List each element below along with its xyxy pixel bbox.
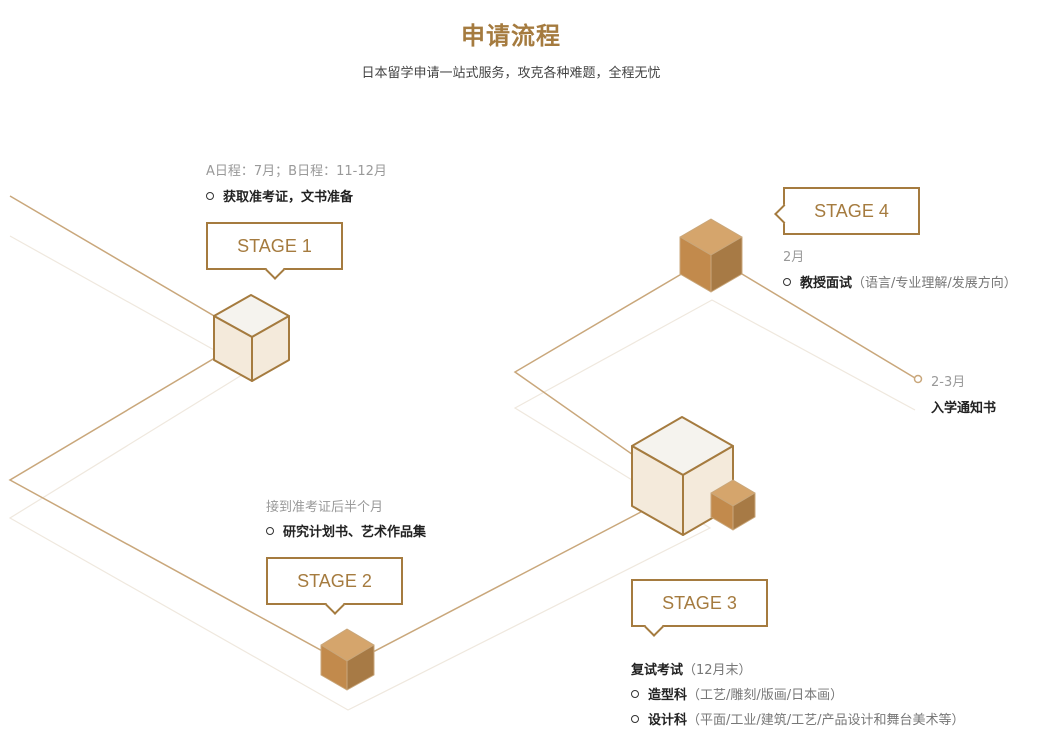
end-node-icon [913,374,923,384]
stage1-time: A日程：7月；B日程：11-12月 [206,164,387,179]
stage4-time: 2月 [783,250,805,265]
bullet-icon [783,278,791,286]
stage3-label: STAGE 3 [662,593,737,613]
stage4-label: STAGE 4 [814,201,889,221]
stage3-item: 设计科（平面/工业/建筑/工艺/产品设计和舞台美术等） [631,709,965,728]
stage4-item-note: （语言/专业理解/发展方向） [852,276,1017,291]
stage3-item: 造型科（工艺/雕刻/版画/日本画） [631,684,843,703]
main-path [8,195,916,666]
stage1-item-label: 获取准考证，文书准备 [223,190,354,205]
stage1-cube-icon [213,294,290,382]
page-title: 申请流程 [461,22,561,50]
stage4-item-label: 教授面试 [800,276,853,291]
stage4-item: 教授面试（语言/专业理解/发展方向） [783,272,1017,291]
stage3-heading: 复试考试（12月末） [631,659,752,678]
stage4-cube-icon [679,218,743,293]
bullet-icon [266,527,274,535]
stage3-item-name: 造型科 [648,688,688,703]
stage2-time: 接到准考证后半个月 [266,500,384,515]
bullet-icon [631,690,639,698]
stage3-cube-icon [631,416,734,536]
stage2-item-label: 研究计划书、艺术作品集 [283,525,427,540]
end-item: 入学通知书 [931,401,997,416]
end-time: 2-3月 [931,375,966,390]
stage4-label-box: STAGE 4 [783,187,920,235]
stage1-item: 获取准考证，文书准备 [206,186,353,205]
bullet-icon [206,192,214,200]
bullet-icon [631,715,639,723]
stage1-label-box: STAGE 1 .tail-down::after{left:calc(50% … [206,222,343,270]
stage3-item-note: （工艺/雕刻/版画/日本画） [687,688,844,703]
stage2-cube-icon [320,628,375,691]
stage3-item-note: （平面/工业/建筑/工艺/产品设计和舞台美术等） [687,713,965,728]
stage2-label: STAGE 2 [297,571,372,591]
stage3-small-cube-icon [710,479,756,531]
stage1-label: STAGE 1 [237,236,312,256]
stage3-heading-label: 复试考试 [631,663,684,678]
stage3-heading-note: （12月末） [683,663,752,678]
stage3-item-name: 设计科 [648,713,688,728]
shadow-path [8,235,916,711]
stage2-label-box: STAGE 2 [266,557,403,605]
stage2-item: 研究计划书、艺术作品集 [266,521,426,540]
page-subtitle: 日本留学申请一站式服务，攻克各种难题，全程无忧 [361,66,661,81]
stage3-label-box: STAGE 3 [631,579,768,627]
